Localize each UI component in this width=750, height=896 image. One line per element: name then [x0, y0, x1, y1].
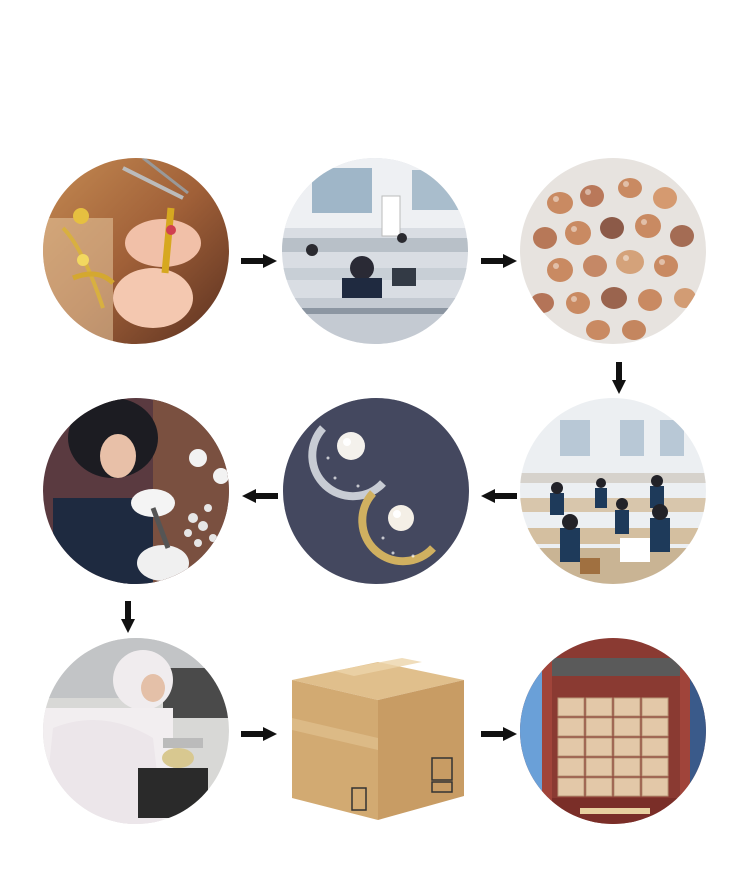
arrow-left-1: [481, 489, 517, 503]
arrow-right-1: [241, 254, 277, 268]
step-shipping: [520, 638, 706, 824]
arrow-down-2: [121, 601, 135, 633]
pearls-photo-icon: [520, 158, 706, 344]
step-product: [283, 398, 469, 584]
worker-pliers-photo-icon: [43, 398, 229, 584]
arrow-right-3: [241, 727, 277, 741]
arrow-right-icon: [481, 254, 517, 268]
hands-brooch-photo-icon: [43, 158, 229, 344]
arrow-down-icon: [121, 601, 135, 633]
pearl-brooch-photo-icon: [283, 398, 469, 584]
arrow-right-2: [481, 254, 517, 268]
workshop-photo-icon: [520, 398, 706, 584]
shipping-container-photo-icon: [520, 638, 706, 824]
office-photo-icon: [282, 158, 468, 344]
step-pearls: [520, 158, 706, 344]
step-packing: [282, 638, 468, 824]
cleanroom-worker-photo-icon: [43, 638, 229, 824]
arrow-left-icon: [242, 489, 278, 503]
step-quality-check: [43, 638, 229, 824]
step-workshop: [520, 398, 706, 584]
step-assembly: [43, 398, 229, 584]
arrow-right-4: [481, 727, 517, 741]
step-design-handcraft: [43, 158, 229, 344]
arrow-down-icon: [612, 362, 626, 394]
arrow-down-1: [612, 362, 626, 394]
arrow-left-icon: [481, 489, 517, 503]
arrow-left-2: [242, 489, 278, 503]
arrow-right-icon: [481, 727, 517, 741]
arrow-right-icon: [241, 727, 277, 741]
arrow-right-icon: [241, 254, 277, 268]
cardboard-box-icon: [292, 658, 464, 820]
step-office: [282, 158, 468, 344]
